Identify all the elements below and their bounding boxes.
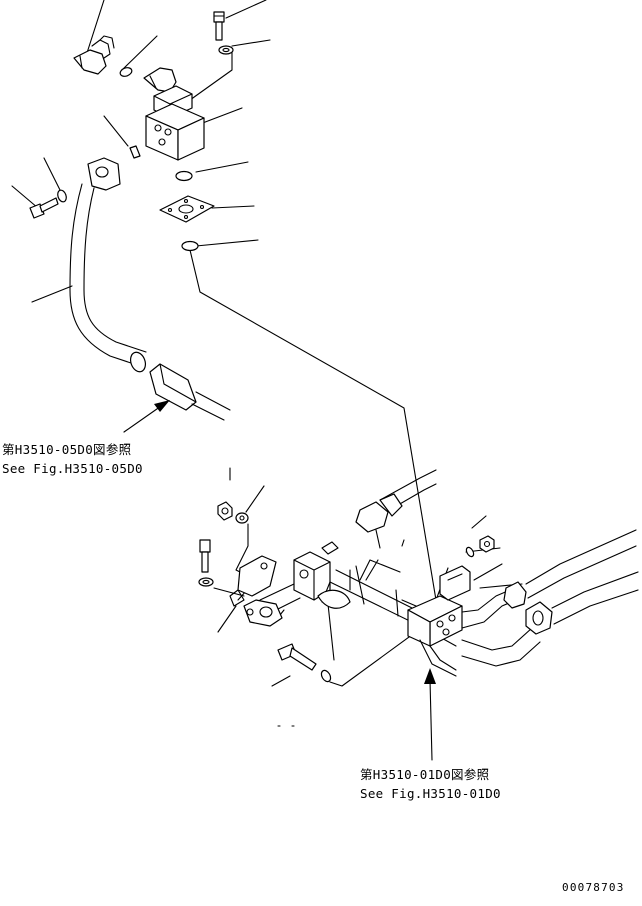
reference-arrow-upper [123,400,170,433]
gasket-plate [159,195,215,223]
washer-left [235,512,249,524]
washer-bolt-lower [320,669,332,683]
reference-upper-en: See Fig.H3510-05D0 [2,461,143,476]
clamp-bracket [439,565,471,601]
hose-upper [355,469,437,549]
o-ring-lower [181,240,199,252]
drawing-number: 00078703 [562,881,625,894]
valve-block [145,103,205,161]
elbow-fitting [73,35,115,75]
reference-upper-jp: 第H3510-05D0図参照 [2,442,132,457]
long-bolt [277,643,317,671]
flange-washer [57,189,67,203]
washer-bolt-left [198,577,214,587]
hose-right [461,529,639,667]
adapter-block [259,541,339,617]
washer-top [218,45,234,55]
reference-lower-en: See Fig.H3510-01D0 [360,786,501,801]
pipe-coupling [149,363,231,421]
hex-bolt-top [213,11,225,41]
port-fitting [243,599,283,627]
reference-arrow-lower [424,668,436,761]
bracket [229,555,277,607]
o-ring-small [119,67,133,77]
junction-block [407,595,463,677]
hex-bolt-left [199,539,211,573]
washer-right [465,546,475,558]
o-ring-mid [175,170,193,182]
nut-right [479,535,495,553]
plug [129,145,141,159]
flange-bolt [29,197,59,219]
nut-left [217,501,233,521]
pipe-left [69,157,147,373]
reference-lower-jp: 第H3510-01D0図参照 [360,767,490,782]
